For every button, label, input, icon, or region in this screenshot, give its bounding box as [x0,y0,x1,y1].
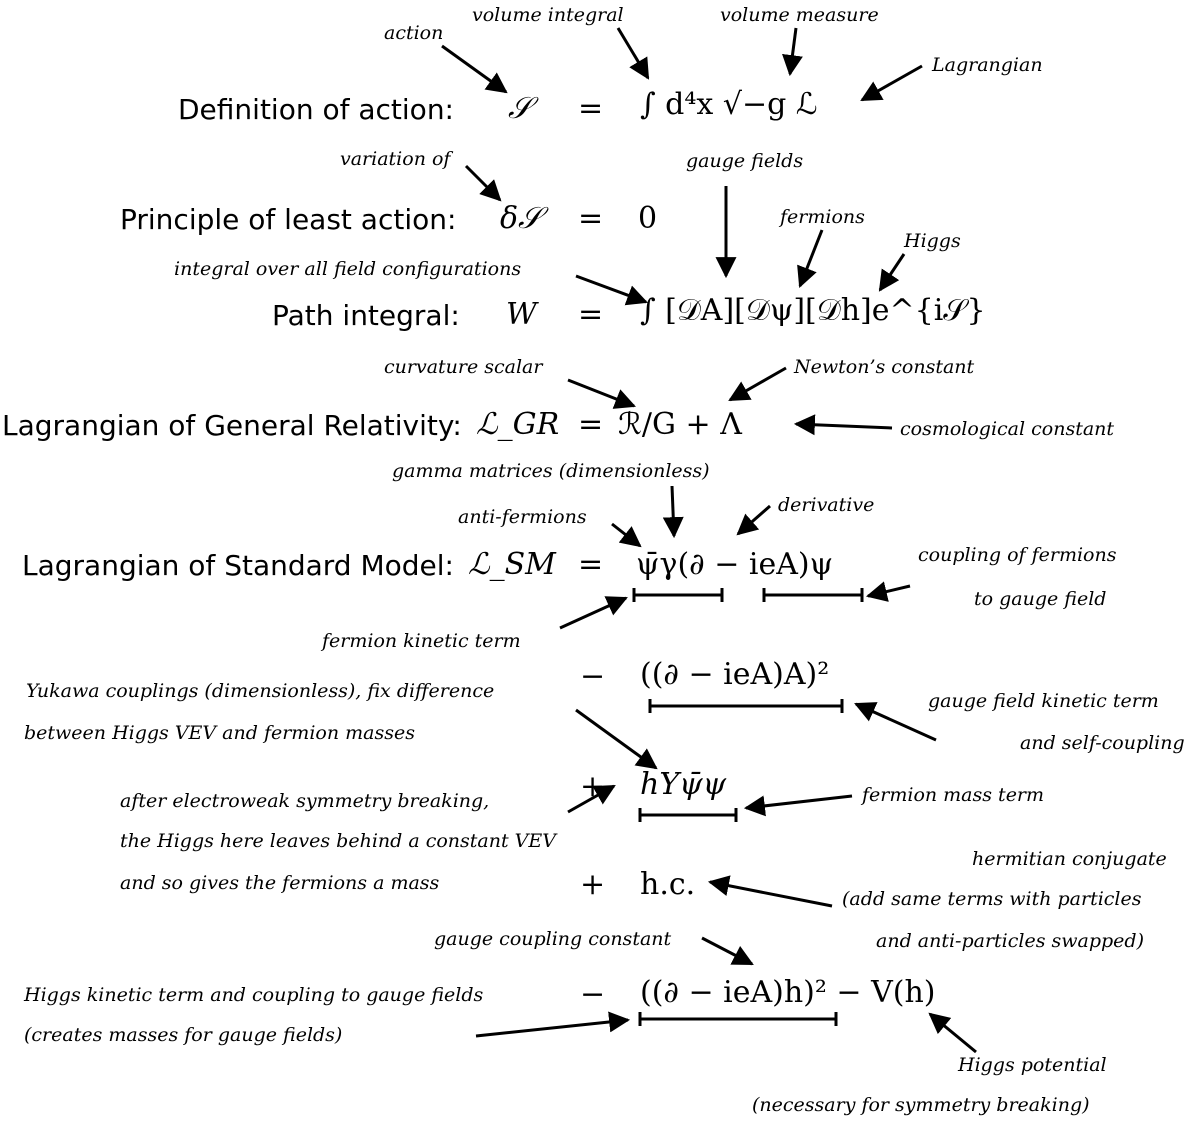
yukawa-formula: hYψ̄ψ [640,767,727,802]
note-hermitian-line2: (add same terms with particles [842,888,1142,910]
arrow-ewsb [567,784,616,814]
note-variation-of: variation of [340,148,451,170]
note-gauge-coupling-constant: gauge coupling constant [434,928,672,950]
note-higgs: Higgs [904,230,961,252]
arrow-fermions [797,229,824,288]
note-higgs-kinetic-line1: Higgs kinetic term and coupling to gauge… [24,984,484,1006]
note-coupling-fermions-line1: coupling of fermions [918,544,1117,566]
arrow-derivative [736,504,771,536]
action-symbol: 𝒮 [508,91,532,126]
arrow-action [441,44,508,94]
note-fermions: fermions [780,206,865,228]
note-derivative: derivative [778,494,875,516]
lagrangian-sm-symbol: ℒ_SM [468,547,556,582]
zero-value: 0 [638,201,658,236]
arrow-fermion-kinetic [559,596,628,630]
note-fermion-kinetic-term: fermion kinetic term [322,630,521,652]
equals-sign: = [578,91,604,126]
lagrangian-gr-symbol: ℒ_GR [476,407,560,442]
note-ewsb-line1: after electroweak symmetry breaking, [120,790,490,812]
note-gauge-kinetic-line1: gauge field kinetic term [928,690,1159,712]
arrow-higgs [878,253,906,292]
arrow-gauge-coupling [701,936,754,966]
note-coupling-fermions-line2: to gauge field [974,588,1107,610]
gauge-kinetic-formula: ((∂ − ieA)A)² [640,657,830,692]
note-volume-measure: volume measure [720,4,879,26]
equals-sign: = [578,297,604,332]
note-newtons-constant: Newton’s constant [794,356,975,378]
bracket-fermion-kinetic [632,588,724,602]
note-higgs-kinetic-line2: (creates masses for gauge fields) [24,1024,343,1046]
action-definition-formula: ∫ d⁴x √−g ℒ [640,87,818,122]
bracket-fermion-mass [638,808,738,822]
note-higgs-potential-line2: (necessary for symmetry breaking) [752,1094,1090,1116]
arrow-lagrangian [860,64,923,102]
note-volume-integral: volume integral [472,4,624,26]
arrow-variation-of [464,164,502,202]
note-integral-over-configurations: integral over all field configurations [174,258,522,280]
note-gauge-kinetic-line2: and self-coupling [1020,732,1185,754]
arrow-yukawa [575,708,658,770]
note-yukawa-line2: between Higgs VEV and fermion masses [24,722,415,744]
arrow-cosmological-constant [793,414,893,436]
arrow-integral-over [575,274,648,306]
label-lagrangian-gr: Lagrangian of General Relativity: [2,409,462,442]
bracket-fermion-coupling [762,588,864,602]
bracket-gauge-kinetic [648,699,844,713]
note-anti-fermions: anti-fermions [458,506,587,528]
note-lagrangian: Lagrangian [932,54,1043,76]
arrow-coupling-fermions [865,581,911,602]
arrow-gamma-matrices [662,485,684,539]
plus-sign: + [580,867,606,902]
label-path-integral: Path integral: [272,299,460,332]
label-lagrangian-sm: Lagrangian of Standard Model: [22,549,454,582]
path-integral-formula: ∫ [𝒟A][𝒟ψ][𝒟h]e^{i𝒮} [640,293,986,328]
note-gamma-matrices: gamma matrices (dimensionless) [392,460,710,482]
arrow-higgs-potential [928,1012,977,1054]
note-hermitian-line1: hermitian conjugate [972,848,1167,870]
arrow-volume-measure [782,27,803,77]
variation-of-action: δ𝒮 [500,201,542,236]
label-principle-of-least-action: Principle of least action: [120,203,457,236]
note-action: action [384,22,444,44]
note-cosmological-constant: cosmological constant [900,418,1115,440]
note-gauge-fields: gauge fields [686,150,804,172]
note-hermitian-line3: and anti-particles swapped) [876,930,1144,952]
higgs-kinetic-formula: ((∂ − ieA)h)² − V(h) [640,975,936,1010]
equals-sign: = [578,547,604,582]
arrow-fermion-mass [743,794,853,817]
arrow-higgs-kinetic [475,1011,631,1038]
minus-sign: − [580,659,606,694]
note-ewsb-line3: and so gives the fermions a mass [120,872,440,894]
note-ewsb-line2: the Higgs here leaves behind a constant … [120,830,556,852]
arrow-anti-fermions [611,522,642,548]
bracket-higgs-kinetic [638,1012,838,1026]
arrow-volume-integral [616,27,650,80]
equals-sign: = [578,407,604,442]
arrow-curvature-scalar [567,378,636,409]
hermitian-conjugate-term: h.c. [640,867,696,902]
note-yukawa-line1: Yukawa couplings (dimensionless), fix di… [26,680,495,702]
minus-sign: − [580,977,606,1012]
fermion-kinetic-formula: ψ̄γ(∂ − ieA)ψ [636,547,834,582]
lagrangian-gr-formula: ℛ/G + Λ [618,407,742,442]
arrow-newtons-constant [728,366,787,402]
path-integral-symbol: W [506,297,537,332]
arrow-hermitian [707,875,833,908]
label-definition-of-action: Definition of action: [178,93,454,126]
note-fermion-mass-term: fermion mass term [862,784,1045,806]
equals-sign: = [578,201,604,236]
note-higgs-potential-line1: Higgs potential [958,1054,1107,1076]
arrow-gauge-kinetic [854,702,937,742]
note-curvature-scalar: curvature scalar [384,356,543,378]
